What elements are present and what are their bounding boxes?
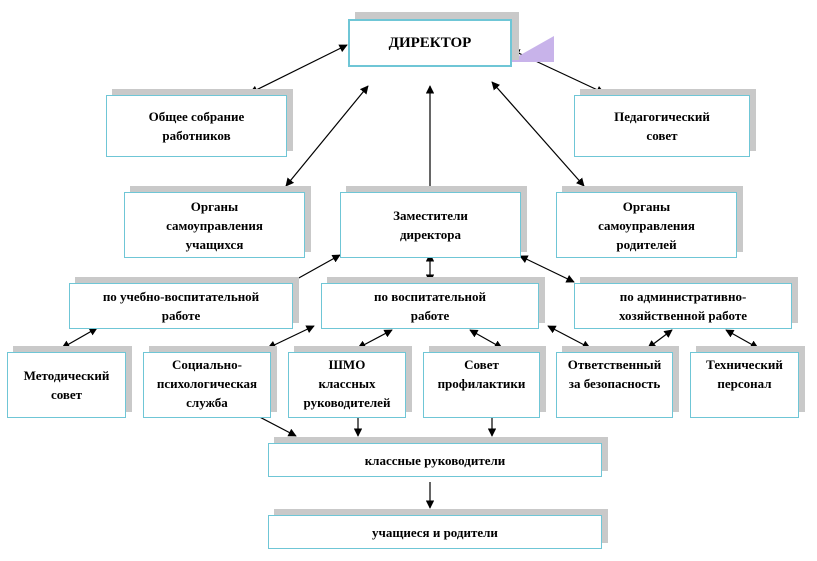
node-social-service: Социально- психологическая служба xyxy=(143,352,271,418)
node-class-teachers: классные руководители xyxy=(268,443,602,477)
arrow-vr-safety xyxy=(547,325,591,349)
node-director: ДИРЕКТОР xyxy=(348,19,512,67)
arrow-vr-prevention xyxy=(469,329,503,349)
arrow-director-parent-gov xyxy=(491,81,585,187)
node-students-parents: учащиеся и родители xyxy=(268,515,602,549)
arrow-director-general-meeting xyxy=(249,44,348,94)
node-method-council: Методический совет xyxy=(7,352,126,418)
node-general-meeting: Общее собрание работников xyxy=(106,95,287,157)
node-shmo: ШМО классных руководителей xyxy=(288,352,406,418)
arrow-ahr-safety-right xyxy=(647,329,673,349)
arrow-ahr-tech-staff xyxy=(725,329,759,349)
node-prevention: Совет профилактики xyxy=(423,352,540,418)
arrow-director-student-gov xyxy=(285,85,369,187)
node-parent-gov: Органы самоуправления родителей xyxy=(556,192,737,258)
node-student-gov: Органы самоуправления учащихся xyxy=(124,192,305,258)
arrow-deputies-ahr xyxy=(519,255,575,283)
node-dep-uvr: по учебно-воспитательной работе xyxy=(69,283,293,329)
node-ped-council: Педагогический совет xyxy=(574,95,750,157)
node-deputies: Заместители директора xyxy=(340,192,521,258)
arrow-vr-shmo xyxy=(357,329,393,349)
node-tech-staff: Технический персонал xyxy=(690,352,799,418)
arrow-deputies-uvr xyxy=(287,254,341,285)
node-dep-vr: по воспитательной работе xyxy=(321,283,539,329)
node-dep-ahr: по административно- хозяйственной работе xyxy=(574,283,792,329)
decorative-triangle xyxy=(508,36,554,62)
node-safety: Ответственный за безопасность xyxy=(556,352,673,418)
arrow-vr-social-service xyxy=(267,325,315,349)
arrow-uvr-method-council xyxy=(61,327,98,349)
